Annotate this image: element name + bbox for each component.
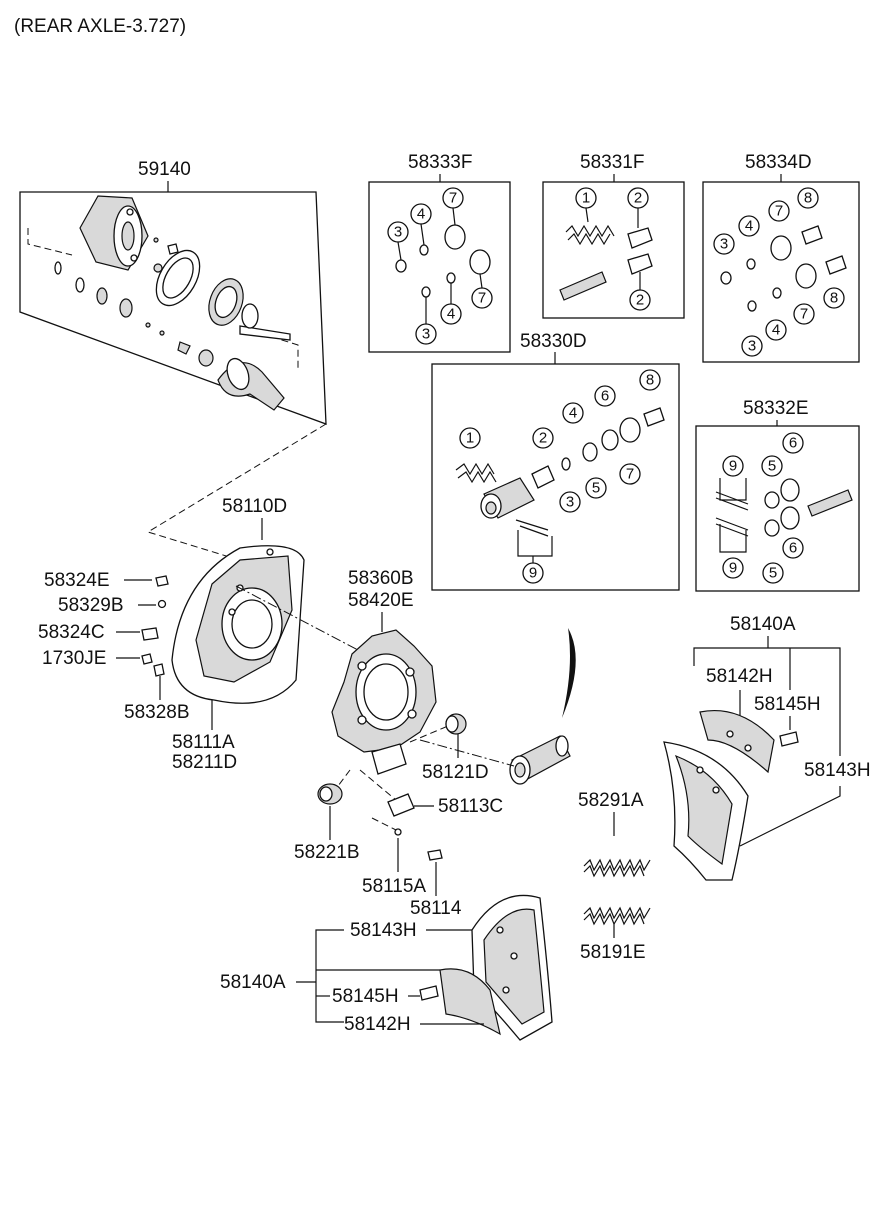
anchor-plate-assembly: 58360B 58420E 58121D 58221B [294,568,503,919]
label-bolt-c: 58324C [38,622,105,643]
label-plug: 58328B [124,702,190,723]
svg-text:6: 6 [601,388,609,405]
label-cap-d: 58121D [422,762,489,783]
svg-text:4: 4 [569,405,577,422]
svg-text:8: 8 [830,290,838,307]
label-rivet-right: 58145H [754,694,821,715]
kit-code-58334D: 58334D [745,152,812,173]
svg-text:7: 7 [449,190,457,207]
kit-58331F-frame [542,181,685,319]
svg-text:4: 4 [772,322,780,339]
label-screw: 1730JE [42,648,106,669]
label-plate-a: 58111A [172,732,235,753]
label-pin-a: 58115A [362,876,426,897]
anchor-plate-part [331,629,437,775]
svg-text:6: 6 [789,435,797,452]
label-spring-a: 58291A [578,790,644,811]
svg-text:1: 1 [582,190,590,207]
svg-text:4: 4 [745,218,753,235]
kit-code-58330D: 58330D [520,331,587,352]
svg-text:2: 2 [634,190,642,207]
kit-58333F: 58333F 3 4 7 7 3 4 [368,152,511,353]
page-title: (REAR AXLE-3.727) [14,16,186,37]
label-plate-d: 58211D [172,752,237,773]
svg-text:4: 4 [417,206,425,223]
wheel-cylinder-assembly [509,735,571,785]
svg-text:3: 3 [566,494,574,511]
svg-text:7: 7 [478,290,486,307]
label-clip-c: 58113C [438,796,503,817]
label-lining-right: 58142H [706,666,773,687]
svg-text:2: 2 [539,430,547,447]
label-pin: 58114 [410,898,462,919]
svg-text:5: 5 [768,458,776,475]
clip-part [387,793,415,817]
kit-code-58331F: 58331F [580,152,644,173]
label-rivet-left: 58145H [332,986,399,1007]
backing-plate-assembly: 58110D 58324E 58329B 58324C 1730JE 58328… [38,496,305,773]
label-anchor-b: 58360B [348,568,414,589]
lining-left-part [439,968,501,1036]
cap-part [445,713,467,735]
flange-part [208,278,244,326]
kit-code-58332E: 58332E [743,398,809,419]
kit-59140: 59140 [19,159,327,425]
svg-text:3: 3 [394,224,402,241]
label-shoe-body-left: 58143H [350,920,417,941]
kit-58334D: 58334D 3 4 7 8 8 7 4 3 [702,152,860,363]
label-backing-plate: 58110D [222,496,287,517]
svg-text:7: 7 [626,466,634,483]
springs-assembly: 58291A 58191E [578,790,651,963]
kit-58334D-frame [702,181,860,363]
spring-part [565,224,615,246]
seal-ring-part [155,249,201,307]
label-shoe-left: 58140A [220,972,286,993]
svg-text:5: 5 [592,480,600,497]
svg-text:2: 2 [636,292,644,309]
label-bolt-e: 58324E [44,570,110,591]
kit-code-58333F: 58333F [408,152,472,173]
svg-text:8: 8 [646,372,654,389]
label-cap-b: 58221B [294,842,360,863]
lining-right-part [699,709,775,774]
svg-text:5: 5 [769,565,777,582]
svg-text:6: 6 [789,540,797,557]
label-shoe-right: 58140A [730,614,796,635]
svg-text:9: 9 [729,560,737,577]
label-nut-b: 58329B [58,595,124,616]
svg-text:7: 7 [775,203,783,220]
svg-text:3: 3 [422,326,430,343]
left-shoe-assembly: 58140A 58143H 58145H 58142H [220,894,553,1041]
right-shoe-assembly: 58140A 58142H 58145H 58143H [663,614,871,881]
svg-text:7: 7 [800,306,808,323]
backing-plate-part [171,545,305,704]
kit-58330D-frame [431,363,680,591]
svg-text:3: 3 [748,338,756,355]
label-lining-left: 58142H [344,1014,411,1035]
kit-58332E-frame [695,425,860,592]
svg-text:9: 9 [529,565,537,582]
svg-text:8: 8 [804,190,812,207]
cap-b-part [317,783,343,805]
hub-housing-part [79,195,149,271]
label-anchor-e: 58420E [348,590,414,611]
axle-shaft-part [217,357,285,411]
svg-text:9: 9 [729,458,737,475]
kit-58331F: 58331F 1 2 2 [542,152,685,319]
wheel-cylinder-part [455,462,535,519]
kit-59140-frame [19,191,327,425]
kit-58333F-frame [368,181,511,353]
kit-code-59140: 59140 [138,159,191,180]
label-spring-e: 58191E [580,942,646,963]
svg-text:4: 4 [447,306,455,323]
kit-58332E: 58332E 9 5 6 6 5 9 [695,398,860,592]
label-shoe-body-right: 58143H [804,760,871,781]
svg-text:3: 3 [720,236,728,253]
direction-arrow-icon [562,628,576,718]
kit-58330D: 58330D 1 2 4 6 8 3 5 7 9 [431,331,680,591]
svg-text:1: 1 [466,430,474,447]
